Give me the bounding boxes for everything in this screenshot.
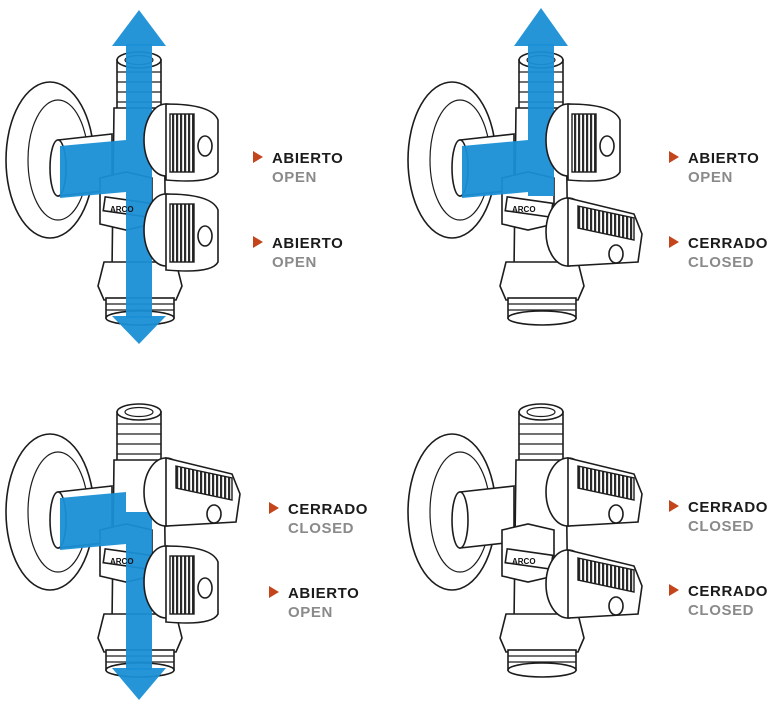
flow-arrow-down-icon xyxy=(112,668,166,700)
lower-label-en: CLOSED xyxy=(688,602,754,619)
lower-label-en: CLOSED xyxy=(688,254,754,271)
triangle-right-icon xyxy=(669,236,679,248)
flow-arrow-up-icon xyxy=(514,8,568,46)
upper-label-es: ABIERTO xyxy=(688,150,759,167)
upper-label-es: CERRADO xyxy=(688,499,768,516)
lower-label-es: CERRADO xyxy=(688,235,768,252)
triangle-right-icon xyxy=(269,502,279,514)
triangle-right-icon xyxy=(669,584,679,596)
upper-label-en: OPEN xyxy=(688,169,733,186)
lower-handle-closed xyxy=(545,197,643,267)
lower-handle-open xyxy=(143,193,219,272)
lower-label-es: CERRADO xyxy=(688,583,768,600)
upper-label-es: CERRADO xyxy=(288,501,368,518)
upper-label-es: ABIERTO xyxy=(272,150,343,167)
triangle-right-icon xyxy=(669,500,679,512)
water-flow-vertical xyxy=(126,44,152,318)
water-flow-vertical xyxy=(528,44,554,196)
water-flow-inlet xyxy=(462,140,528,198)
water-flow-inlet xyxy=(60,140,126,198)
upper-handle-closed xyxy=(545,457,643,527)
upper-label-en: OPEN xyxy=(272,169,317,186)
lower-label-es: ABIERTO xyxy=(272,235,343,252)
lower-handle-open xyxy=(143,545,219,624)
panel-bottom-right: ARCO CERRADO CLOSED CERRADO CLOSED xyxy=(407,403,768,678)
panel-top-right: ARCO ABIERTO OPEN CERRADO CLOSED xyxy=(407,8,768,326)
valve-body xyxy=(407,403,585,678)
panel-bottom-left: ARCO CERRADO CLOSED ABIERTO OPEN xyxy=(5,403,368,700)
lower-handle-closed xyxy=(545,549,643,619)
upper-handle-open xyxy=(143,103,219,182)
triangle-right-icon xyxy=(253,236,263,248)
brand-text: ARCO xyxy=(110,205,134,214)
upper-handle-open xyxy=(545,103,621,182)
brand-text: ARCO xyxy=(110,557,134,566)
lower-label-en: OPEN xyxy=(288,604,333,621)
triangle-right-icon xyxy=(669,151,679,163)
upper-label-en: CLOSED xyxy=(688,518,754,535)
flow-arrow-down-icon xyxy=(112,316,166,344)
lower-label-en: OPEN xyxy=(272,254,317,271)
triangle-right-icon xyxy=(269,586,279,598)
triangle-right-icon xyxy=(253,151,263,163)
upper-handle-closed xyxy=(143,457,241,527)
brand-text: ARCO xyxy=(512,205,536,214)
lower-label-es: ABIERTO xyxy=(288,585,359,602)
water-flow-inlet xyxy=(60,492,126,550)
upper-label-en: CLOSED xyxy=(288,520,354,537)
flow-arrow-up-icon xyxy=(112,10,166,46)
water-flow-vertical xyxy=(126,512,152,670)
panel-top-left: ARCO ABIERTO OPEN ABIERTO OPEN xyxy=(5,10,343,344)
brand-text: ARCO xyxy=(512,557,536,566)
